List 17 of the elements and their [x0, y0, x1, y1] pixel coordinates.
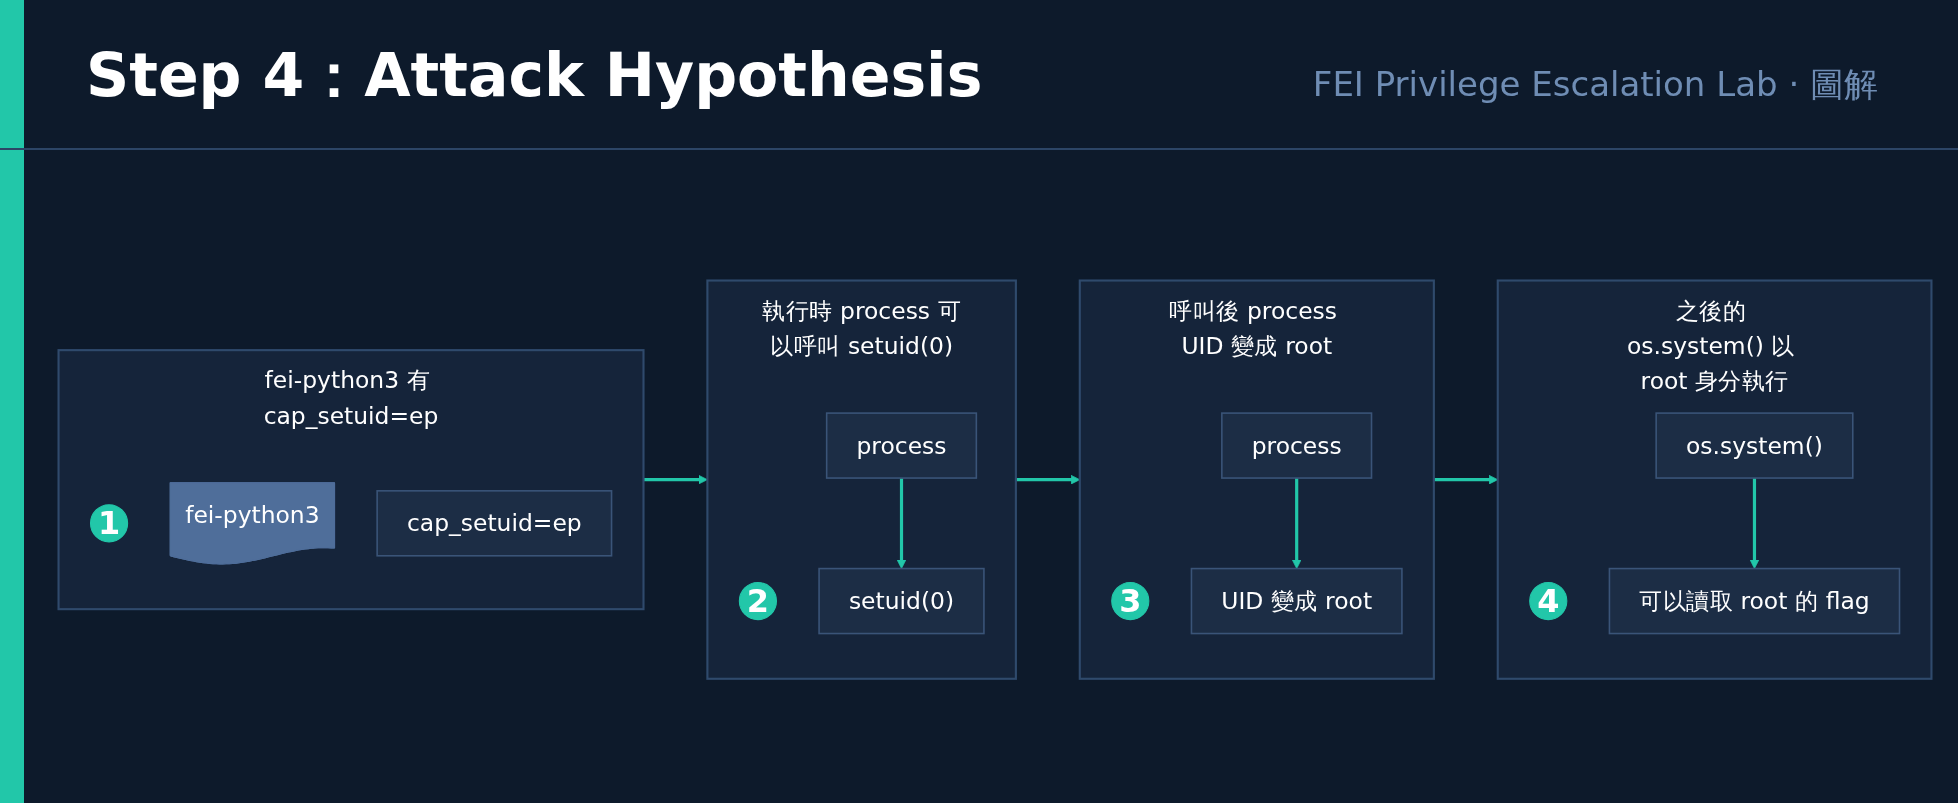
node-circle: 4: [1529, 582, 1568, 621]
arrow: [1292, 478, 1302, 570]
node-box: os.system(): [1655, 412, 1854, 480]
node-box: 可以讀取 root 的 flag: [1608, 568, 1901, 635]
node-box: process: [1221, 412, 1373, 480]
node-circle: 1: [89, 504, 129, 543]
node-circle: 2: [738, 582, 777, 621]
title: Step 4：Attack Hypothesis: [86, 39, 983, 112]
node-box: setuid(0): [818, 568, 985, 635]
node-box: process: [825, 412, 978, 480]
header-note: FEI Privilege Escalation Lab · 圖解: [1312, 64, 1878, 104]
node-circle: 3: [1111, 582, 1150, 621]
node-box: UID 變成 root: [1190, 568, 1403, 635]
arrow: [896, 478, 907, 570]
arrow: [643, 475, 708, 485]
node-box: cap_setuid=ep: [376, 490, 613, 557]
arrow: [1749, 478, 1760, 570]
